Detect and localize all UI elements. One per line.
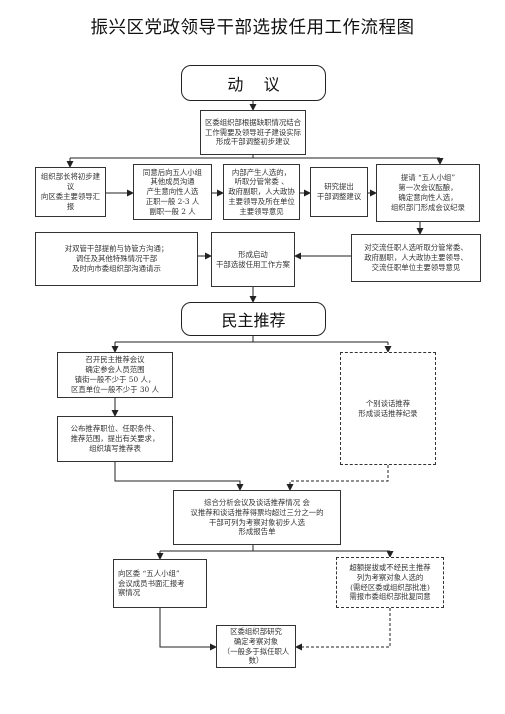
node-five-person-group-communication: 同意后向五人小组 其他成员沟通 产生意向性人选 正职一般 2-3 人 副职一般 … xyxy=(133,164,212,220)
arrow-n6a-n7 xyxy=(159,608,217,651)
stage-proposal-label: 动 议 xyxy=(227,75,280,94)
node-comprehensive-analysis: 综合分析会议及谈话推荐情况 会 议推荐和谈话推荐得票均超过三分之一的 干部可列为… xyxy=(173,490,341,545)
node-publish-positions: 公布推荐职位、任职条件、 推荐范围，提出有关要求， 组织填写推荐表 xyxy=(57,416,173,462)
stage-recommend-label: 民主推荐 xyxy=(221,311,286,330)
stage-democratic-recommendation: 民主推荐 xyxy=(181,302,326,336)
node-transfer-candidate-opinions: 对交流任职人选听取分管常委、 政府副职，人大政协主要领导、 交流任职单位主要领导… xyxy=(351,234,481,282)
node-dual-management-communication: 对双管干部提前与协管方沟通； 调任及其他特殊情况干部 及时向市委组织部沟通请示 xyxy=(35,232,198,286)
stage-proposal: 动 议 xyxy=(181,65,326,101)
arrow-n4c-n5 xyxy=(286,465,389,491)
arrow-n4b-n5 xyxy=(114,462,244,491)
node-report-to-party-leader: 组织部长将初步建议 向区委主要领导汇报 xyxy=(35,167,106,217)
page-title: 振兴区党政领导干部选拔任用工作流程图 xyxy=(90,18,415,38)
node-internal-candidate-opinions: 内部产生人选的， 听取分管常委 、 政府副职，人大政协 主要领导及所在单位 主要… xyxy=(223,164,300,220)
node-written-report-to-group: 向区委 “五人小组” 会议成员书面汇报考 察情况 xyxy=(113,559,207,608)
node-individual-interview: 个别谈话推荐 形成谈话推荐纪录 xyxy=(340,352,436,465)
node-initial-adjustment-suggestion: 区委组织部根据缺职情况结合 工作需要及领导班子建设实际 形成干部调整初步建议 xyxy=(200,110,306,155)
node-exceptional-approval: 超额提拔或不经民主推荐 列为考察对象人选的 (需经区委或组织部批准) 需报市委组… xyxy=(336,557,444,608)
node-launch-work-plan: 形成启动 干部选拔任用工作方案 xyxy=(211,232,295,287)
node-adjustment-proposal: 研究提出 干部调整建议 xyxy=(310,167,368,217)
node-determine-inspection-targets: 区委组织部研究 确定考察对象 （一般多于拟任职人数） xyxy=(216,625,296,668)
arrow-n6b-n7 xyxy=(295,608,391,651)
node-first-group-meeting: 提请 “五人小组” 第一次会议酝酿， 确定意向性人选， 组织部门形成会议纪录 xyxy=(376,164,480,222)
node-recommendation-meeting: 召开民主推荐会议 确定参会人员范围 镇街一般不少于 50 人， 区直单位一般不少… xyxy=(57,352,173,398)
